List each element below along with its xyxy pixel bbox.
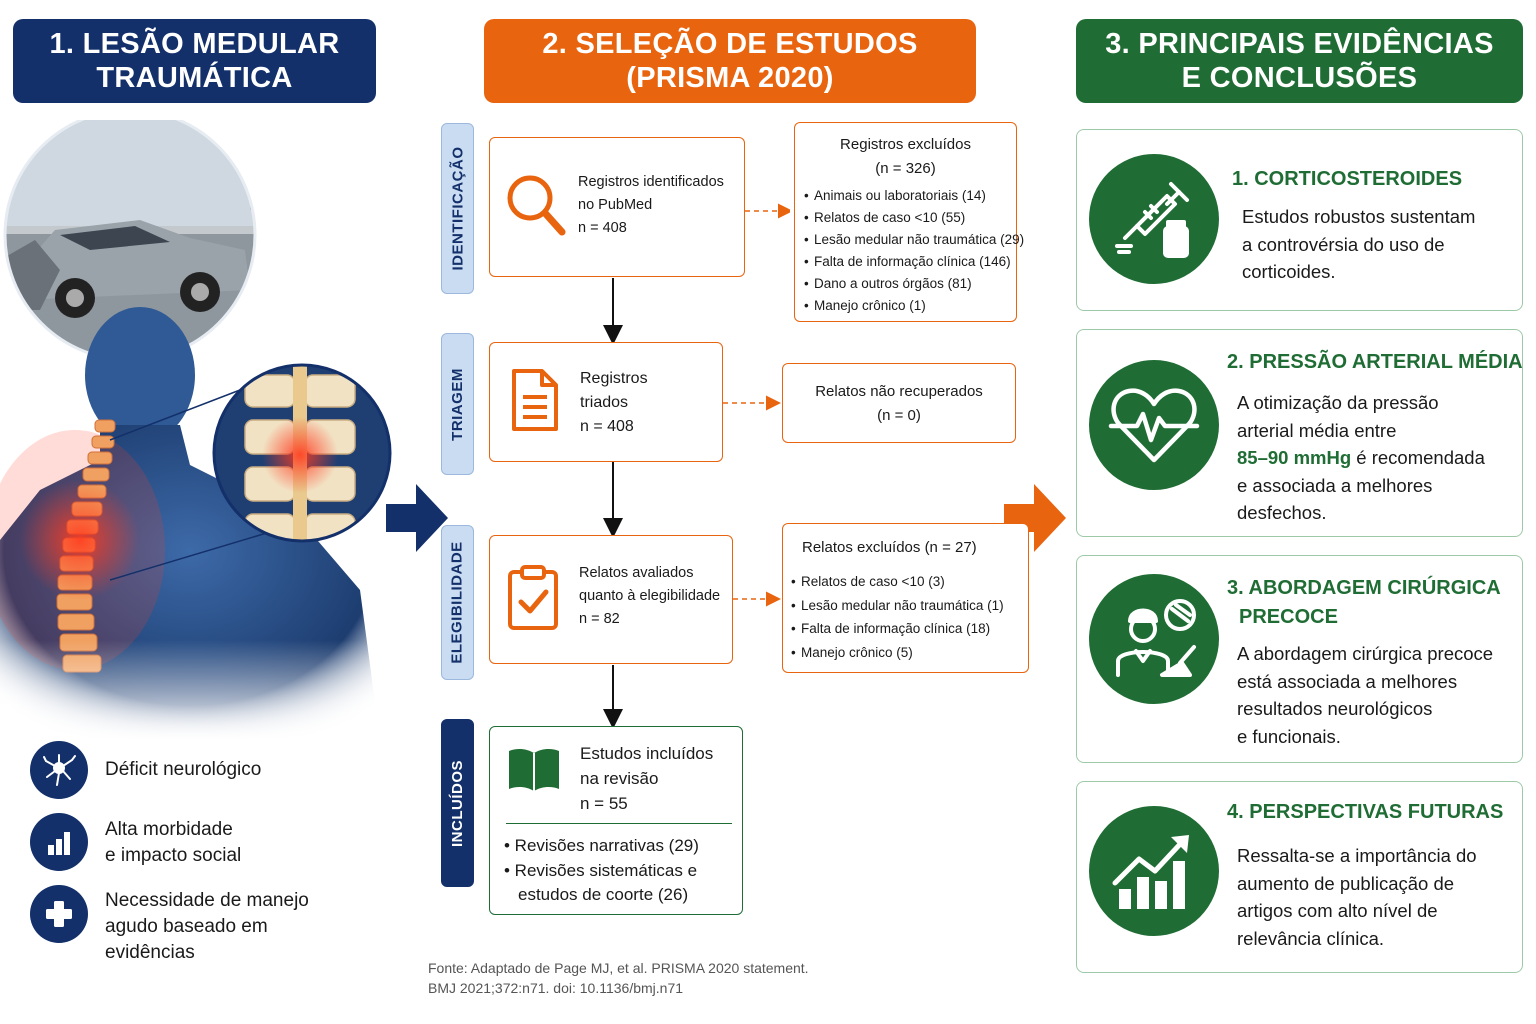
eligibility-box: Relatos avaliados quanto à elegibilidade… [489,535,733,664]
syringe-vial-icon [1089,154,1219,284]
excluded-records-list: Animais ou laboratoriais (14) Relatos de… [804,185,1024,317]
card-4-body: Ressalta-se a importância do aumento de … [1237,845,1477,949]
evidence-card-surgery: 3. ABORDAGEM CIRÚRGICA PRECOCE A abordag… [1076,555,1523,763]
human-body-figure [0,307,400,740]
included-breakdown: • Revisões narrativas (29) • Revisões si… [504,836,699,904]
left-item-morbidity-text: Alta morbidade e impacto social [105,819,242,866]
open-book-icon [509,748,559,791]
list-item: Dano a outros órgãos (81) [804,273,1024,295]
stage-identification: IDENTIFICAÇÃO [441,123,474,294]
orange-flow-arrow [1004,484,1066,552]
left-item-management-text: Necessidade de manejo agudo baseado em e… [105,890,309,963]
growth-chart-icon [1089,806,1219,936]
included-box: Estudos incluídos na revisão n = 55 • Re… [489,726,743,915]
list-item: Lesão medular não traumática (1) [791,594,1004,618]
excluded-reports-list: Relatos de caso <10 (3) Lesão medular nã… [791,570,1004,664]
left-item-neuro: Déficit neurológico [30,741,261,799]
left-item-management: Necessidade de manejo agudo baseado em e… [30,885,309,963]
card-2-body: A otimização da pressão arterial média e… [1237,392,1485,523]
included-text: Estudos incluídos na revisão n = 55 [580,744,714,813]
eligibility-text: Relatos avaliados quanto à elegibilidade… [579,565,721,627]
list-item: Manejo crônico (1) [804,295,1024,317]
card-1-title: 1. CORTICOSTEROIDES [1232,168,1463,190]
card-2-title: 2. PRESSÃO ARTERIAL MÉDIA [1227,351,1523,373]
card-4-title: 4. PERSPECTIVAS FUTURAS [1227,801,1504,823]
card-3-body: A abordagem cirúrgica precoce está assoc… [1237,643,1494,747]
screening-text: Registros triados n = 408 [580,370,648,435]
identification-box: Registros identificados no PubMed n = 40… [489,137,745,277]
excluded-reports-title: Relatos excluídos (n = 27) [802,539,977,556]
evidence-card-future: 4. PERSPECTIVAS FUTURAS Ressalta-se a im… [1076,781,1523,973]
included-divider [506,823,732,824]
list-item: Falta de informação clínica (18) [791,617,1004,641]
excluded-records-box: Registros excluídos (n = 326) Animais ou… [794,122,1024,322]
map-target-highlight: 85–90 mmHg [1237,447,1352,468]
left-item-morbidity: Alta morbidade e impacto social [30,813,241,871]
stage-eligibility: ELEGIBILIDADE [441,525,474,680]
evidence-card-map: 2. PRESSÃO ARTERIAL MÉDIA A otimização d… [1076,329,1523,537]
evidence-card-corticosteroids: 1. CORTICOSTEROIDES Estudos robustos sus… [1076,129,1523,311]
vertebrae-zoom [214,365,390,541]
card-1-body: Estudos robustos sustentam a controvérsi… [1242,206,1476,282]
list-item: Relatos de caso <10 (3) [791,570,1004,594]
list-item: Falta de informação clínica (146) [804,251,1024,273]
excluded-reports-box: Relatos excluídos (n = 27) Relatos de ca… [782,523,1029,673]
list-item: Manejo crônico (5) [791,641,1004,665]
not-retrieved-text: Relatos não recuperados (n = 0) [815,383,983,424]
magnifier-icon [507,175,566,236]
screening-box: Registros triados n = 408 [489,342,723,462]
source-citation: Fonte: Adaptado de Page MJ, et al. PRISM… [428,960,809,996]
list-item: Animais ou laboratoriais (14) [804,185,1024,207]
heart-pulse-icon [1089,360,1219,490]
medical-cross-icon [30,885,88,943]
not-retrieved-box: Relatos não recuperados (n = 0) [782,363,1016,443]
document-icon [512,369,558,431]
list-item: Lesão medular não traumática (29) [804,229,1024,251]
section-2-header: 2. SELEÇÃO DE ESTUDOS(PRISMA 2020) [484,19,976,103]
stage-included: INCLUÍDOS [441,719,474,887]
list-item: Relatos de caso <10 (55) [804,207,1024,229]
neuron-icon [30,741,88,799]
clipboard-check-icon [508,565,558,630]
surgeon-icon [1089,574,1219,704]
identification-text: Registros identificados no PubMed n = 40… [578,174,724,236]
left-item-neuro-text: Déficit neurológico [105,759,262,780]
bar-chart-icon [30,813,88,871]
navy-flow-arrow [386,484,448,552]
stage-screening: TRIAGEM [441,333,474,475]
car-crash-scene [5,120,255,360]
card-3-title: 3. ABORDAGEM CIRÚRGICA PRECOCE [1227,577,1501,628]
excluded-records-title: Registros excluídos (n = 326) [840,136,971,177]
spinal-injury-illustration [0,120,400,740]
prisma-flow-connectors [603,203,790,729]
